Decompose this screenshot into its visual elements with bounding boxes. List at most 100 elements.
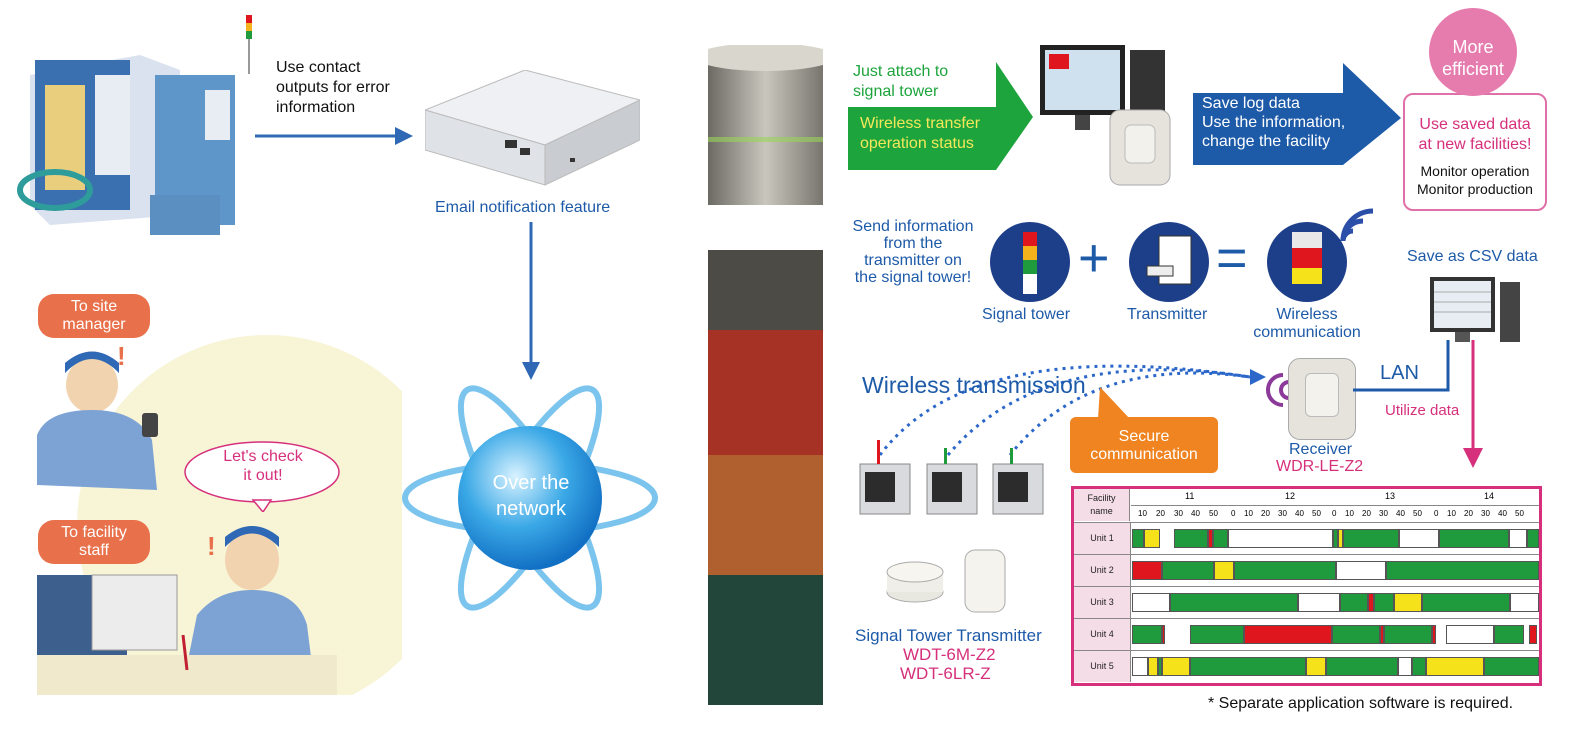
minute-label: 30	[1278, 509, 1287, 518]
status-bar-segment	[1494, 625, 1524, 644]
status-bar-segment	[1422, 593, 1510, 612]
receiver-label: Receiver	[1289, 441, 1353, 458]
status-bar-segment	[1439, 529, 1509, 548]
minute-label: 10	[1447, 509, 1456, 518]
hour-12: 12	[1285, 491, 1296, 501]
wireless-waves-icon	[1340, 208, 1374, 242]
hour-13: 13	[1385, 491, 1396, 501]
table-row-unit-1: Unit 1	[1074, 522, 1539, 554]
footnote: * Separate application software is requi…	[1208, 695, 1514, 712]
minute-label: 30	[1481, 509, 1490, 518]
unit-name: Unit 4	[1074, 619, 1131, 650]
minute-label: 20	[1362, 509, 1371, 518]
minute-label: 40	[1191, 509, 1200, 518]
status-bar-segment	[1386, 561, 1539, 580]
equals-icon: =	[1216, 228, 1248, 288]
minute-label: 40	[1498, 509, 1507, 518]
machine-illustration	[10, 15, 260, 235]
wireless-comm-label: Wireless communication	[1253, 306, 1361, 341]
status-bar-segment	[1336, 561, 1386, 580]
status-bar-segment	[1174, 529, 1208, 548]
status-bar-segment	[1306, 657, 1326, 676]
network-globe	[400, 380, 660, 620]
table-row-unit-5: Unit 5	[1074, 650, 1539, 682]
facility-staff-tag: To facility staff	[38, 520, 150, 564]
status-bar-segment	[1162, 657, 1190, 676]
efficient-box	[1403, 93, 1547, 211]
secure-text: Secure communication	[1090, 428, 1198, 463]
green-arrow-shape	[848, 62, 1033, 170]
save-csv-label: Save as CSV data	[1407, 248, 1538, 265]
facility-name-header: Facility name	[1074, 489, 1130, 521]
efficient-circle	[1429, 8, 1517, 96]
status-bar-segment	[1340, 593, 1368, 612]
status-bar-segment	[1338, 529, 1343, 548]
contact-output-text: Use contact outputs for error informatio…	[276, 59, 390, 116]
status-bar-segment	[1412, 657, 1426, 676]
send-info-text: Send information from the transmitter on…	[852, 218, 974, 286]
status-bar-segment	[1326, 657, 1398, 676]
status-bar-segment	[1132, 593, 1170, 612]
signal-tower-label: Signal tower	[982, 306, 1071, 323]
transmitter-label: Transmitter	[1127, 306, 1208, 323]
minute-label: 0	[1231, 509, 1236, 518]
wireless-transmission-label: Wireless transmission	[862, 372, 1086, 398]
model-1: WDT-6M-Z2	[903, 645, 996, 664]
status-bar-segment	[1398, 657, 1412, 676]
status-bar-segment	[1234, 561, 1336, 580]
unit-name: Unit 5	[1074, 651, 1131, 682]
arrow-to-network	[522, 222, 540, 380]
status-bar-segment	[1446, 625, 1494, 644]
minute-label: 40	[1396, 509, 1405, 518]
signal-tower-transmitter-label: Signal Tower Transmitter	[855, 626, 1042, 645]
table-row-unit-4: Unit 4	[1074, 618, 1539, 650]
status-bar-segment	[1374, 593, 1394, 612]
status-bar-segment	[1384, 625, 1432, 644]
network-label: Over the network	[492, 472, 570, 520]
status-bar-segment	[1332, 625, 1380, 644]
more-efficient-text: More efficient	[1442, 37, 1504, 79]
minute-label: 0	[1434, 509, 1439, 518]
signal-tower-photo	[695, 43, 835, 705]
status-bar-segment	[1484, 657, 1539, 676]
wireless-transfer-text: Wireless transfer operation status	[860, 115, 981, 152]
unit-name: Unit 1	[1074, 523, 1131, 554]
plus-icon: +	[1078, 228, 1110, 288]
arrow-to-email	[255, 127, 413, 145]
minute-label: 20	[1464, 509, 1473, 518]
minute-label: 20	[1156, 509, 1165, 518]
minute-label: 50	[1209, 509, 1218, 518]
status-bar-segment	[1399, 529, 1439, 548]
status-bar-segment	[1190, 657, 1306, 676]
table-row-unit-2: Unit 2	[1074, 554, 1539, 586]
receiver-signal-icon	[1266, 373, 1290, 407]
utilize-label: Utilize data	[1385, 402, 1460, 419]
status-bar-segment	[1426, 657, 1484, 676]
status-bar-segment	[1394, 593, 1422, 612]
speech-bubble	[183, 440, 341, 514]
status-bar-segment	[1190, 625, 1244, 644]
use-saved-text: Use saved data at new facilities!	[1418, 116, 1532, 153]
status-bar-segment	[1298, 593, 1340, 612]
wireless-circle-icon	[1267, 222, 1347, 302]
status-bar-segment	[1170, 593, 1298, 612]
table-header: Facility name 11 12 13 14 10 20 30 40 50…	[1074, 489, 1539, 521]
pc-csv-image	[1425, 272, 1525, 352]
status-bar-segment	[1132, 657, 1148, 676]
table-row-unit-3: Unit 3	[1074, 586, 1539, 618]
minute-label: 10	[1138, 509, 1147, 518]
operation-timeline-table: Facility name 11 12 13 14 10 20 30 40 50…	[1071, 486, 1542, 686]
secure-callout-shape	[1070, 387, 1218, 473]
status-bar-segment	[1527, 529, 1539, 548]
status-bar-segment	[1380, 625, 1384, 644]
status-bar-segment	[1158, 657, 1162, 676]
blue-arrow-shape	[1193, 63, 1401, 165]
transmitters-image	[885, 540, 1010, 620]
status-bar-segment	[1132, 561, 1162, 580]
status-bar-segment	[1144, 529, 1160, 548]
unit-name: Unit 3	[1074, 587, 1131, 618]
minute-label: 0	[1332, 509, 1337, 518]
minute-label: 10	[1244, 509, 1253, 518]
machines-image	[855, 434, 1055, 519]
status-bar-segment	[1132, 625, 1162, 644]
